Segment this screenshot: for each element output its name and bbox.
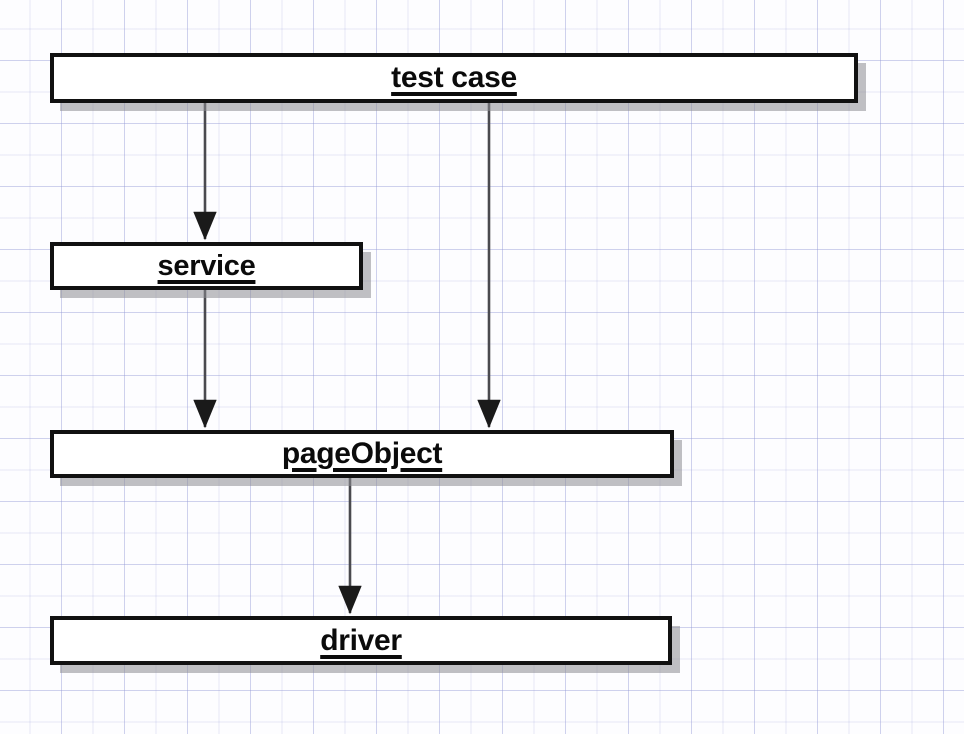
node-label-page-object: pageObject [281, 437, 443, 470]
node-service[interactable]: service [50, 242, 363, 290]
node-label-driver: driver [320, 623, 402, 657]
node-page-object[interactable]: pageObject [50, 430, 674, 478]
node-driver[interactable]: driver [50, 616, 672, 665]
node-label-service: service [157, 249, 256, 282]
node-test-case[interactable]: test case [50, 53, 858, 103]
node-label-test-case: test case [391, 61, 517, 94]
